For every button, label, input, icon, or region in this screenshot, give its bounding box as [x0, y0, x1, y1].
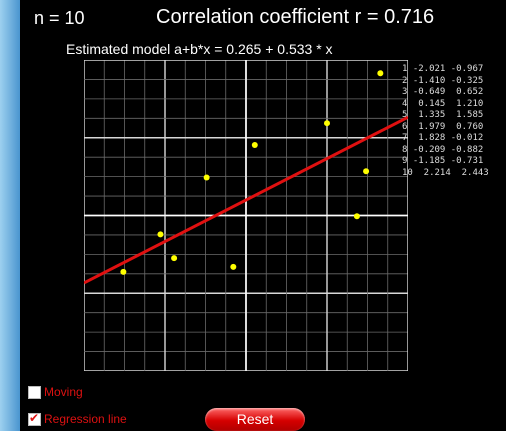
- scatter-plot[interactable]: [84, 60, 408, 371]
- regression-line-checkbox-label: Regression line: [44, 412, 127, 426]
- regression-layer: [84, 115, 408, 285]
- header-row: n = 10 Correlation coefficient r = 0.716: [34, 4, 498, 32]
- data-point[interactable]: [120, 268, 127, 275]
- moving-checkbox-label: Moving: [44, 385, 83, 399]
- sample-size-label: n = 10: [34, 8, 85, 28]
- correlation-applet: n = 10 Correlation coefficient r = 0.716…: [20, 0, 506, 431]
- correlation-label: Correlation coefficient r = 0.716: [156, 6, 435, 28]
- point-list-row: 5 1.335 1.585: [402, 110, 484, 120]
- data-point[interactable]: [353, 213, 360, 220]
- data-point[interactable]: [377, 70, 384, 77]
- reset-button[interactable]: Reset: [205, 408, 305, 431]
- moving-checkbox[interactable]: Moving: [28, 385, 83, 399]
- point-list-row: 7 1.828 -0.012: [402, 133, 484, 143]
- point-list-row: 6 1.979 0.760: [402, 121, 484, 132]
- data-point[interactable]: [157, 231, 164, 238]
- regression-line-checkbox-box[interactable]: [28, 411, 41, 426]
- point-list-row: 4 0.145 1.210: [402, 98, 484, 109]
- data-point[interactable]: [251, 142, 258, 149]
- data-point[interactable]: [324, 120, 330, 127]
- regression-line-checkbox[interactable]: Regression line: [28, 411, 127, 426]
- data-point[interactable]: [230, 263, 237, 270]
- moving-checkbox-box[interactable]: [28, 385, 41, 399]
- regression-line: [84, 115, 408, 285]
- point-list-row: 10 2.214 2.443: [402, 167, 489, 178]
- scatter-plot-area[interactable]: [84, 60, 408, 371]
- model-equation: Estimated model a+b*x = 0.265 + 0.533 * …: [66, 41, 333, 57]
- desktop-background: [0, 0, 20, 431]
- point-list-row: 3 -0.649 0.652: [402, 87, 484, 97]
- data-point[interactable]: [171, 255, 178, 262]
- point-list-row: 2 -1.410 -0.325: [402, 75, 484, 86]
- points-layer[interactable]: [120, 70, 384, 275]
- data-point[interactable]: [363, 168, 370, 175]
- point-list-row: 9 -1.185 -0.731: [402, 156, 484, 166]
- data-point[interactable]: [203, 174, 210, 181]
- point-list-row: 8 -0.209 -0.882: [402, 144, 484, 155]
- point-list-row: 1 -2.021 -0.967: [402, 64, 484, 74]
